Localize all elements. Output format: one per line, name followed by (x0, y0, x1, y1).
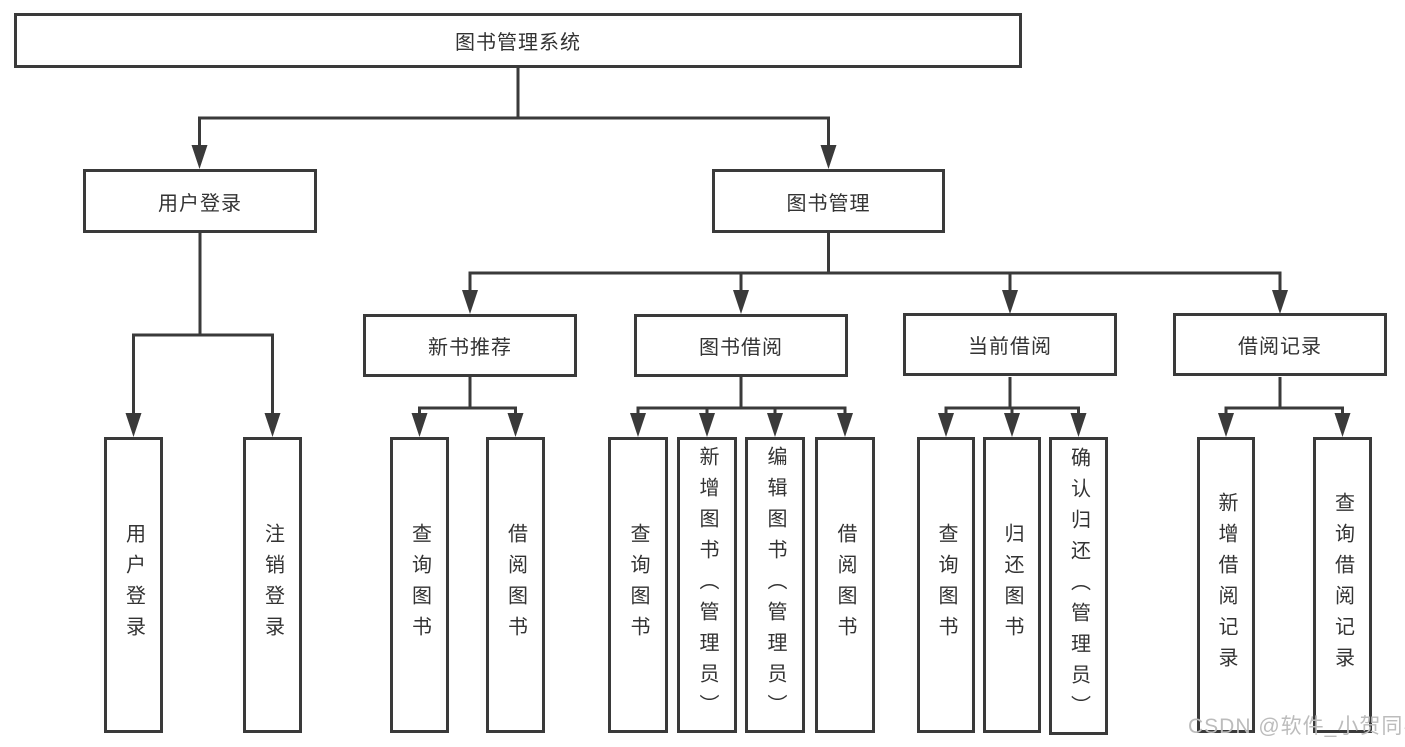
leaf-edit-book-admin: 编辑图书（管理员） (745, 437, 805, 733)
node-borrowing-records: 借阅记录 (1173, 313, 1387, 376)
leaf-label: 确认归还（管理员） (1067, 446, 1090, 726)
node-book-borrowing: 图书借阅 (634, 314, 848, 377)
node-library-management-system: 图书管理系统 (14, 13, 1022, 68)
leaf-logout: 注销登录 (243, 437, 302, 733)
leaf-user-login: 用户登录 (104, 437, 163, 733)
leaf-label: 编辑图书（管理员） (764, 445, 786, 725)
node-current-borrowing: 当前借阅 (903, 313, 1117, 376)
leaf-label: 新增图书（管理员） (696, 445, 718, 725)
node-label: 图书借阅 (699, 337, 783, 359)
leaf-add-book-admin: 新增图书（管理员） (677, 437, 737, 733)
connector-current-branch (944, 406, 1080, 416)
leaf-label: 新增借阅记录 (1215, 492, 1237, 678)
connector-root-to-level2 (198, 116, 830, 147)
leaf-query-borrow-record: 查询借阅记录 (1313, 437, 1372, 733)
leaf-label: 借阅图书 (834, 523, 856, 647)
node-label: 图书管理系统 (455, 32, 581, 54)
leaf-label: 用户登录 (122, 523, 145, 647)
leaf-label: 借阅图书 (504, 523, 527, 647)
node-book-management: 图书管理 (712, 169, 945, 233)
connector-records-branch (1224, 406, 1344, 416)
leaf-add-borrow-record: 新增借阅记录 (1197, 437, 1255, 733)
connector-new-book-branch (418, 406, 517, 416)
leaf-label: 查询图书 (935, 523, 957, 647)
leaf-confirm-return-admin: 确认归还（管理员） (1049, 437, 1108, 735)
leaf-label: 查询借阅记录 (1331, 492, 1354, 678)
leaf-query-books-borrowing: 查询图书 (608, 437, 668, 733)
leaf-borrow-books: 借阅图书 (815, 437, 875, 733)
node-label: 新书推荐 (428, 337, 512, 359)
node-label: 图书管理 (786, 192, 871, 215)
leaf-query-books-current: 查询图书 (917, 437, 975, 733)
leaf-borrow-books-recommend: 借阅图书 (486, 437, 545, 733)
leaf-label: 注销登录 (261, 523, 284, 647)
node-label: 当前借阅 (968, 336, 1052, 358)
leaf-return-books: 归还图书 (983, 437, 1041, 733)
node-new-book-recommendation: 新书推荐 (363, 314, 577, 377)
node-label: 借阅记录 (1238, 336, 1322, 358)
leaf-label: 查询图书 (627, 523, 649, 647)
leaf-label: 归还图书 (1001, 523, 1023, 647)
connector-borrowing-branch (636, 406, 847, 416)
node-label: 用户登录 (158, 192, 242, 215)
csdn-watermark: CSDN @软件_小贺同学 (1188, 715, 1405, 738)
leaf-query-books-recommend: 查询图书 (390, 437, 449, 733)
connector-book-mgmt-branch (468, 271, 1282, 292)
leaf-label: 查询图书 (408, 523, 431, 647)
node-user-login: 用户登录 (83, 169, 317, 233)
connector-user-login-branch (132, 333, 274, 415)
